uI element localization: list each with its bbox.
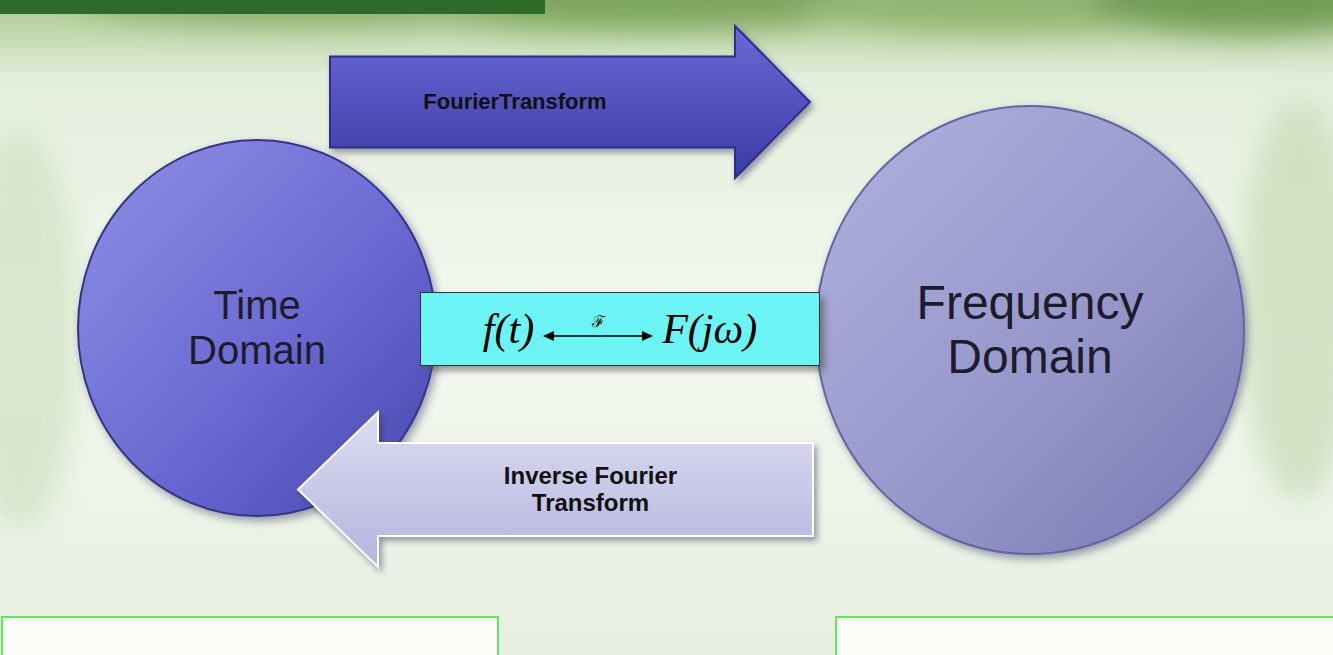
transform-pair-box: f(t) ℱ F(jω) (420, 292, 820, 366)
frequency-domain-circle: Frequency Domain (814, 104, 1246, 556)
forward-transform-arrow: FourierTransform (330, 26, 810, 178)
inverse-transform-arrow: Inverse Fourier Transform (298, 412, 813, 567)
transform-symbol: ℱ (592, 314, 605, 330)
frequency-function: F(jω) (662, 305, 757, 353)
transform-arrow-group: ℱ (542, 314, 654, 344)
double-arrow-symbol (542, 328, 654, 344)
node-outline (420, 292, 820, 366)
node-label: FourierTransform (423, 90, 606, 115)
node-label: Time Domain (162, 283, 352, 373)
time-function: f(t) (483, 305, 534, 353)
node-label: Inverse Fourier Transform (481, 463, 701, 517)
node-label: Frequency Domain (898, 276, 1163, 384)
